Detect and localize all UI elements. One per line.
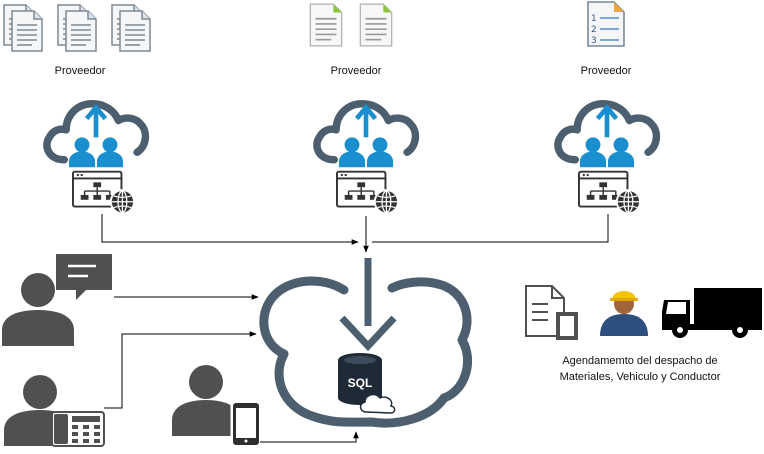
dispatch-label-line-1: Agendamemto del despacho de (562, 355, 717, 367)
connector-phone-user (104, 331, 257, 409)
connector-mobile-user (260, 431, 359, 443)
user-body-icon (2, 310, 74, 346)
worker-with-helmet-icon (600, 291, 648, 336)
mobile-user (172, 365, 359, 448)
provider-1: Proveedor (3, 4, 151, 216)
provider-3: 1 2 3 Proveedor (558, 1, 657, 216)
web-sitemap-icon (336, 170, 400, 216)
document-stack-icon (3, 4, 151, 52)
clipboard-document-icon (525, 285, 578, 340)
provider-connectors (101, 214, 609, 253)
cloud-upload-users-icon (47, 104, 146, 167)
user-head-icon (23, 375, 57, 409)
connector-provider-1 (101, 214, 359, 245)
svg-text:1: 1 (591, 14, 597, 24)
web-sitemap-icon (72, 170, 136, 216)
central-sql-cloud: SQL (259, 258, 473, 428)
provider-3-label: Proveedor (581, 65, 632, 77)
truck-icon (662, 288, 762, 338)
user-head-icon (21, 273, 55, 307)
user-head-icon (189, 365, 223, 399)
svg-text:2: 2 (591, 25, 597, 35)
desk-phone-icon (51, 411, 105, 447)
user-body-icon (172, 400, 240, 436)
cloud-upload-users-icon (558, 104, 657, 167)
phone-user (4, 331, 257, 447)
numbered-list-document-icon: 1 2 3 (587, 1, 625, 47)
provider-1-label: Proveedor (55, 65, 106, 77)
dispatch-section: Agendamemto del despacho de Materiales, … (525, 285, 762, 383)
provider-2-label: Proveedor (331, 65, 382, 77)
chat-user (2, 254, 259, 346)
svg-text:3: 3 (591, 36, 597, 46)
connector-provider-3 (372, 214, 609, 243)
sql-label: SQL (348, 376, 373, 390)
cloud-upload-users-icon (317, 104, 416, 167)
document-green-icon (309, 3, 393, 47)
smartphone-icon (230, 400, 262, 448)
web-sitemap-icon (578, 170, 642, 216)
provider-2: Proveedor (309, 3, 416, 216)
sql-database-icon: SQL (338, 353, 396, 414)
dispatch-label-line-2: Materiales, Vehiculo y Conductor (560, 371, 721, 383)
